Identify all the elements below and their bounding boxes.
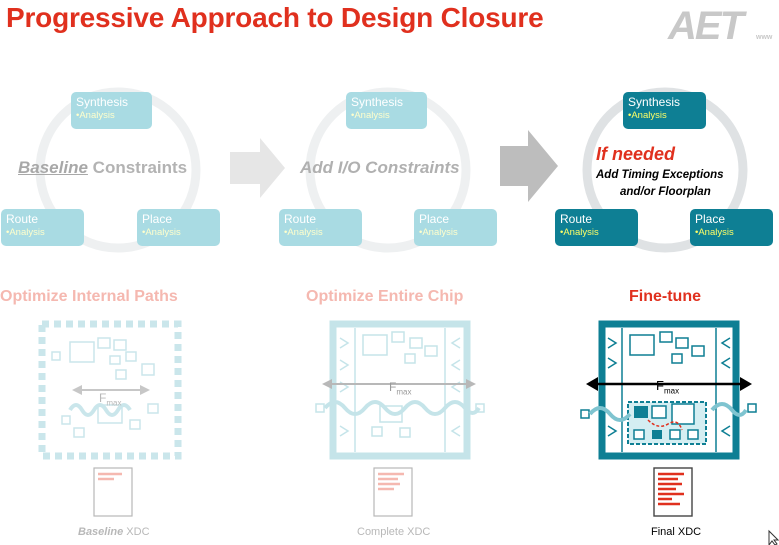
chip-entire-chip	[315, 320, 485, 460]
complete-xdc-label: Complete XDC	[357, 526, 431, 538]
optimize-entire-chip-label: Optimize Entire Chip	[306, 288, 464, 305]
analysis-label: •Analysis	[695, 227, 734, 238]
fine-tune-label: Fine-tune	[629, 288, 701, 305]
analysis-label: •Analysis	[76, 110, 115, 121]
analysis-label: •Analysis	[351, 110, 390, 121]
timing-exceptions-text: Add Timing Exceptions	[596, 169, 724, 181]
analysis-label: •Analysis	[284, 227, 323, 238]
synthesis-box-label: Synthesis	[628, 95, 681, 109]
analysis-label: •Analysis	[142, 227, 181, 238]
synthesis-box-stage-3: Synthesis •Analysis	[623, 92, 706, 129]
place-box-label: Place	[695, 212, 726, 226]
analysis-label: •Analysis	[560, 227, 599, 238]
synthesis-box-label: Synthesis	[76, 95, 129, 109]
analysis-label: •Analysis	[6, 227, 45, 238]
chip-internal-paths	[38, 320, 182, 460]
fmax-label-2: Fmax	[389, 380, 412, 397]
optimize-internal-paths-label: Optimize Internal Paths	[0, 288, 178, 305]
if-needed-text: If needed	[596, 144, 676, 164]
place-box-label: Place	[419, 212, 450, 226]
route-box-label: Route	[6, 212, 39, 226]
fmax-label-3: Fmax	[656, 378, 680, 396]
company-logo-subtext: www	[756, 34, 773, 41]
page-title: Progressive Approach to Design Closure	[6, 2, 544, 33]
place-box-stage-3: Place •Analysis	[690, 209, 773, 246]
place-box-stage-2: Place •Analysis	[414, 209, 497, 246]
constraints-text: Constraints	[87, 158, 188, 177]
route-box-stage-3: Route •Analysis	[555, 209, 638, 246]
place-box-label: Place	[142, 212, 173, 226]
synthesis-box-label: Synthesis	[351, 95, 404, 109]
flow-arrow-2	[500, 130, 558, 202]
company-logo: AET	[668, 4, 744, 48]
analysis-label: •Analysis	[419, 227, 458, 238]
baseline-xdc-label: Baseline XDC	[78, 526, 150, 538]
fmax-label-1: Fmax	[99, 391, 122, 408]
document-icon-baseline	[93, 467, 133, 517]
synthesis-box-stage-1: Synthesis •Analysis	[71, 92, 152, 129]
document-icon-final	[653, 467, 693, 517]
final-xdc-label: Final XDC	[651, 526, 702, 538]
mouse-cursor-icon	[768, 529, 779, 545]
baseline-xdc-rest: XDC	[123, 526, 150, 538]
stage-2-center-text: Add I/O Constraints	[300, 158, 460, 177]
document-icon-complete	[373, 467, 413, 517]
route-box-stage-1: Route •Analysis	[1, 209, 84, 246]
flow-arrow-1	[230, 138, 285, 198]
analysis-label: •Analysis	[628, 110, 667, 121]
floorplan-text: and/or Floorplan	[620, 186, 711, 198]
route-box-stage-2: Route •Analysis	[279, 209, 362, 246]
route-box-label: Route	[560, 212, 593, 226]
place-box-stage-1: Place •Analysis	[137, 209, 220, 246]
stage-1-center-text: Baseline Constraints	[18, 158, 187, 178]
baseline-emphasis: Baseline	[18, 158, 88, 177]
route-box-label: Route	[284, 212, 317, 226]
chip-fine-tune	[580, 320, 757, 460]
synthesis-box-stage-2: Synthesis •Analysis	[346, 92, 427, 129]
baseline-xdc-emphasis: Baseline	[78, 526, 124, 538]
